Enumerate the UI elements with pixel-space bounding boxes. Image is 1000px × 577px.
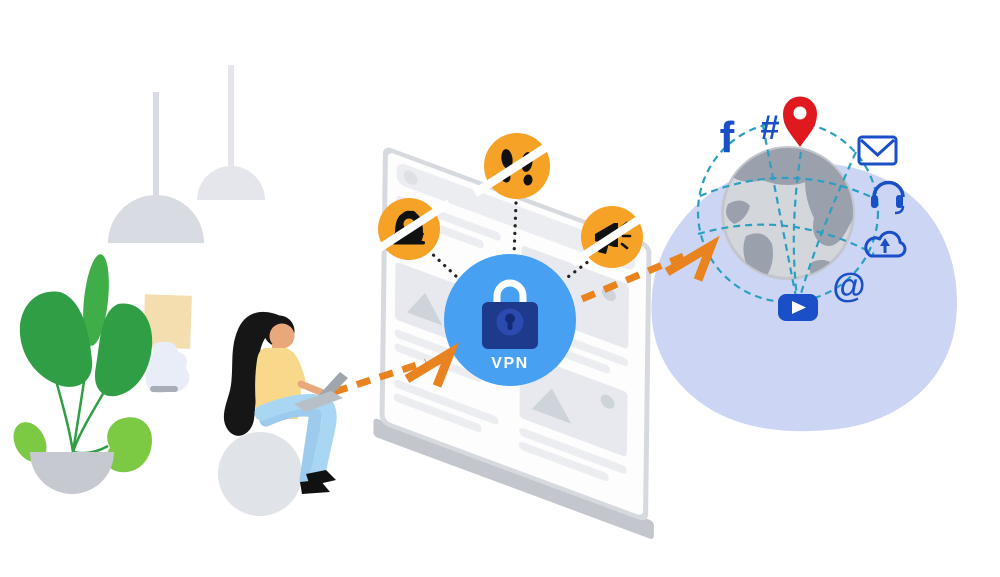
image-placeholder bbox=[519, 353, 628, 457]
ad-megaphone-blocked-icon bbox=[569, 206, 655, 268]
at-sign-icon: @ bbox=[832, 267, 865, 305]
potted-plant bbox=[13, 254, 153, 494]
pendant-lamp-large bbox=[108, 92, 204, 243]
laptop-icon bbox=[294, 372, 348, 412]
pendant-lamp-small bbox=[197, 65, 265, 200]
screen-base bbox=[373, 418, 654, 539]
lamp-shade-icon bbox=[197, 166, 265, 200]
person-on-ball-with-laptop bbox=[218, 311, 348, 516]
text-line bbox=[519, 428, 627, 474]
leaf bbox=[13, 422, 47, 462]
threat-badges bbox=[366, 133, 655, 268]
lamp-stand bbox=[150, 386, 178, 392]
address-bar bbox=[396, 163, 636, 270]
email-icon bbox=[857, 135, 898, 166]
arrow-head bbox=[404, 342, 460, 388]
facebook-icon: f bbox=[720, 113, 735, 162]
orbit-arc bbox=[761, 125, 798, 298]
lamp-base bbox=[145, 341, 190, 394]
lamp-rod bbox=[153, 92, 159, 198]
cloud-upload-icon bbox=[864, 230, 907, 258]
arrow-dashes bbox=[332, 358, 428, 396]
orbit-arc bbox=[792, 151, 803, 298]
orbit-arc bbox=[697, 223, 875, 255]
internet-globe: f # @ bbox=[696, 96, 907, 321]
youtube-play-icon bbox=[778, 294, 818, 321]
arrow-head bbox=[664, 235, 720, 282]
exercise-ball bbox=[218, 432, 302, 516]
table-lamp bbox=[143, 294, 192, 394]
lamp-rod bbox=[228, 65, 234, 167]
leg-back bbox=[259, 403, 324, 487]
arrow-dashes bbox=[580, 251, 688, 303]
connector-footprints bbox=[512, 201, 518, 258]
arrow-vpn-to-internet bbox=[580, 235, 720, 303]
footprint-tracking-blocked-icon bbox=[472, 133, 562, 199]
orbit-arc bbox=[798, 151, 858, 298]
face bbox=[269, 323, 295, 349]
text-line bbox=[393, 379, 499, 425]
hacker-blocked-icon bbox=[366, 198, 452, 260]
leaf bbox=[94, 303, 153, 397]
lamp-shade bbox=[143, 294, 192, 349]
plant-pot bbox=[30, 452, 114, 494]
vpn-shield: VPN bbox=[444, 254, 576, 386]
hair bbox=[223, 311, 285, 436]
hashtag-icon: # bbox=[761, 109, 780, 147]
headphones-icon bbox=[871, 180, 905, 215]
connector-ads bbox=[562, 256, 595, 282]
arrow-user-to-vpn bbox=[332, 342, 460, 396]
connector-hacker bbox=[426, 248, 460, 280]
text-line bbox=[393, 393, 482, 433]
lamp-shade-icon bbox=[108, 195, 204, 243]
threat-connectors bbox=[426, 201, 595, 282]
location-pin-icon bbox=[783, 96, 817, 147]
address-bar-dot bbox=[403, 170, 418, 185]
leaf bbox=[19, 291, 93, 387]
text-line bbox=[519, 441, 609, 482]
pendant-lamps bbox=[108, 65, 265, 243]
leaf bbox=[83, 254, 109, 346]
shoe bbox=[300, 480, 330, 494]
lock-icon bbox=[482, 279, 538, 349]
leaf bbox=[105, 417, 152, 473]
orbit-arc bbox=[699, 176, 879, 201]
vpn-label: VPN bbox=[491, 355, 528, 372]
forearm bbox=[297, 380, 327, 397]
